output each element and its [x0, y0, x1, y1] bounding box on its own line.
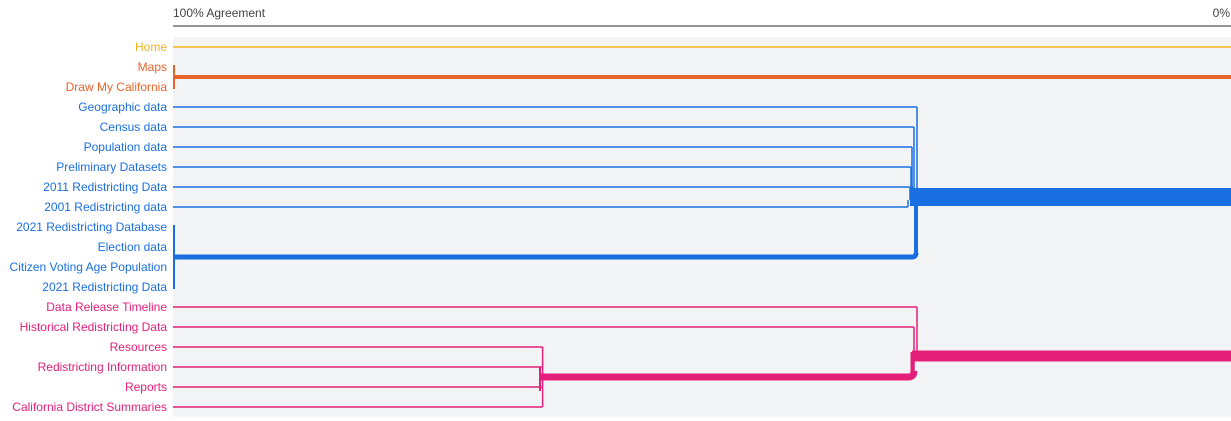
item-label: Home: [135, 40, 167, 54]
item-label: Citizen Voting Age Population: [10, 260, 167, 274]
item-label: Geographic data: [78, 100, 167, 114]
item-label: 2011 Redistricting Data: [43, 180, 167, 194]
item-label: Maps: [138, 60, 167, 74]
item-label: Preliminary Datasets: [56, 160, 167, 174]
item-label: Election data: [98, 240, 168, 254]
axis-left-label: 100% Agreement: [173, 6, 266, 20]
item-label: 2021 Redistricting Data: [42, 280, 167, 294]
item-label: Resources: [110, 340, 167, 354]
item-label: Reports: [125, 380, 167, 394]
item-label: Redistricting Information: [38, 360, 167, 374]
item-label: 2021 Redistricting Database: [16, 220, 167, 234]
pink-subcluster-branch: [540, 370, 918, 381]
blue-subcluster-branch: [174, 252, 919, 260]
item-label: Data Release Timeline: [46, 300, 167, 314]
item-label: Draw My California: [66, 80, 168, 94]
item-label: Historical Redistricting Data: [20, 320, 168, 334]
axis-right-label: 0%: [1213, 6, 1231, 20]
item-label: Population data: [84, 140, 168, 154]
item-label: 2001 Redistricting data: [44, 200, 167, 214]
item-label: California District Summaries: [12, 400, 167, 414]
item-label: Census data: [100, 120, 168, 134]
